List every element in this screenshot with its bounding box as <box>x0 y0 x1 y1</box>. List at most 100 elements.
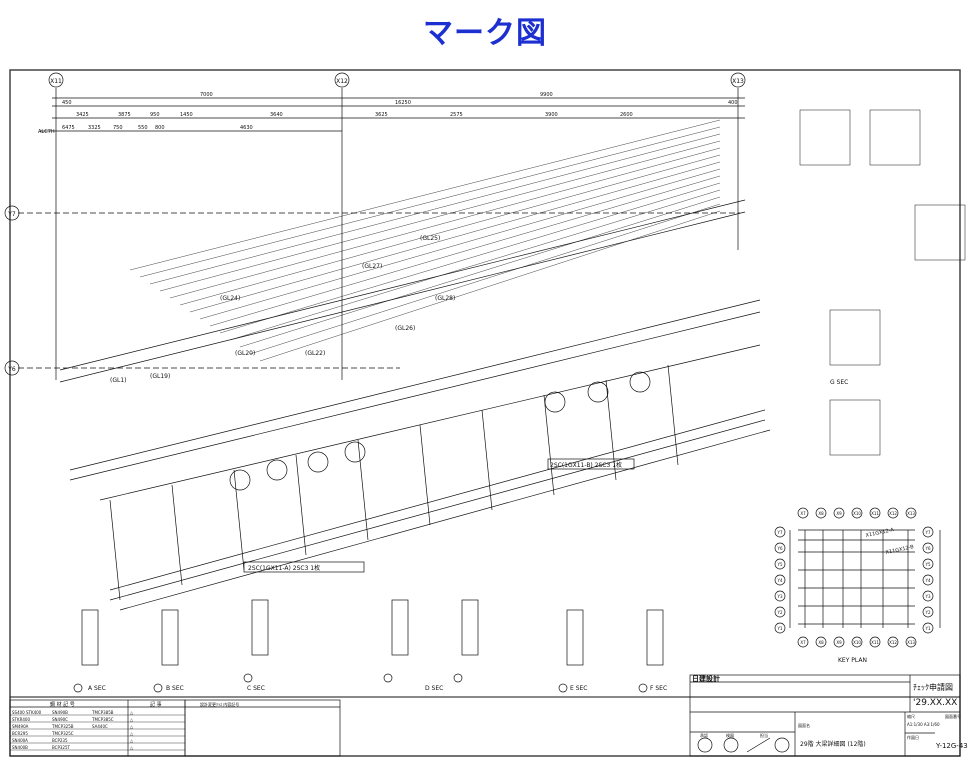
section-bubble <box>73 683 83 693</box>
legend-cell: SN490C <box>52 717 68 722</box>
detail-outline <box>829 399 881 456</box>
section-bubble <box>453 673 463 683</box>
key-plan-y-label: Y6 <box>925 546 931 551</box>
web-opening <box>307 451 329 473</box>
section-outline <box>81 609 99 666</box>
mark-label: (GL25) <box>420 235 440 242</box>
web-opening <box>587 381 609 403</box>
page-title: マーク図 <box>423 16 547 51</box>
mark-label: (GL28) <box>435 295 455 302</box>
stiffener-line <box>481 409 493 511</box>
key-plan-bubble <box>922 606 934 618</box>
grid-bubble-y6 <box>4 360 20 376</box>
key-plan-bubble <box>774 606 786 618</box>
alc-label: ALC7H <box>38 129 55 135</box>
stiffener-line <box>543 394 555 496</box>
detail-outline <box>914 204 966 261</box>
key-plan-bubble <box>815 507 827 519</box>
stiffener-line <box>605 379 617 481</box>
dimension-line <box>229 189 721 341</box>
dimension-line <box>219 182 721 334</box>
key-plan-bubble <box>922 574 934 586</box>
dim: 3425 <box>76 112 89 118</box>
section-bubble <box>383 673 393 683</box>
dim-400: 400 <box>728 100 738 106</box>
key-plan-x-label: X11 <box>871 640 879 645</box>
stiffener-line <box>295 454 307 556</box>
legend-cell: SA440C <box>92 724 108 729</box>
key-plan-x-label: X13 <box>907 511 915 516</box>
legend-cell: SS400 STK400 <box>12 710 42 715</box>
key-plan-bubble <box>905 636 917 648</box>
key-plan-x-label: X10 <box>853 640 861 645</box>
key-plan-bubble <box>922 542 934 554</box>
dimension-line <box>129 119 721 271</box>
beam-line <box>69 311 761 481</box>
key-plan-line-label: X11GX12-B <box>885 544 915 556</box>
legend-cell: TMCP325B <box>51 724 74 729</box>
section-label: D SEC <box>425 685 443 692</box>
legend-cell: TMCP325C <box>51 731 74 736</box>
key-plan-y-label: Y7 <box>925 530 931 535</box>
key-plan-y-label: Y5 <box>777 562 783 567</box>
mark-label: (GL19) <box>150 373 170 380</box>
key-plan-y-label: Y4 <box>925 578 931 583</box>
dimension-line <box>159 140 721 292</box>
dim: 3625 <box>375 112 388 118</box>
key-plan-bubble <box>774 542 786 554</box>
key-plan-y-label: Y2 <box>777 610 783 615</box>
grid-label-x13: X13 <box>732 78 744 85</box>
project-label: 図面名 <box>798 722 810 728</box>
beam-line <box>69 299 761 471</box>
dim: 2600 <box>620 112 633 118</box>
dimension-line <box>139 126 721 278</box>
legend-cell: STKR400 <box>12 717 30 722</box>
web-opening <box>544 391 566 413</box>
stiffener-line <box>419 424 431 526</box>
key-plan-x-label: X7 <box>800 640 806 645</box>
grid-label-y6: Y6 <box>7 366 16 373</box>
beam-marks: (GL1) (GL19) (GL20) (GL22) (GL24) (GL25)… <box>110 235 635 573</box>
key-plan-x-label: X9 <box>836 511 842 516</box>
dim: 3325 <box>88 125 101 131</box>
dimension-line <box>199 168 721 320</box>
dimension-line <box>209 175 721 327</box>
mark-label: (GL20) <box>235 350 255 357</box>
callout-label: 2SC(1GX11-B) 2SC3 1枚 <box>550 461 622 469</box>
project-name: 29階 大梁詳細図 (12階) <box>800 740 866 748</box>
web-opening <box>229 469 251 491</box>
mark-label: (GL1) <box>110 377 127 384</box>
section-bubble <box>558 683 568 693</box>
key-plan-x-label: X13 <box>907 640 915 645</box>
detail-outline <box>799 109 851 166</box>
key-plan-bubble <box>774 590 786 602</box>
key-plan-bubble <box>797 636 809 648</box>
revision-mark: △ <box>130 738 134 743</box>
beam-line <box>59 199 746 371</box>
scale-label: 縮尺 <box>907 713 915 719</box>
beam-line <box>59 211 746 383</box>
key-plan-y-label: Y5 <box>925 562 931 567</box>
callout-label: 2SC(1GX11-A) 2SC3 1枚 <box>248 564 320 572</box>
grid-bubble-x12 <box>334 72 350 88</box>
section-outline <box>251 599 269 656</box>
section-bubble <box>638 683 648 693</box>
dimension-line <box>249 203 721 355</box>
revision-header: 設計変更ｸﾗｽ 内容記号 <box>200 701 239 707</box>
key-plan-bubble <box>774 622 786 634</box>
key-plan-x-label: X7 <box>800 511 806 516</box>
beam-line <box>99 344 761 501</box>
dim-16250: 16250 <box>395 100 411 106</box>
dimension-line <box>259 210 721 362</box>
web-opening <box>266 459 288 481</box>
section-label: B SEC <box>166 685 184 692</box>
key-plan-bubble <box>851 636 863 648</box>
key-plan-bubble <box>774 558 786 570</box>
key-plan-title: KEY PLAN <box>838 657 867 664</box>
section-label: C SEC <box>247 685 265 692</box>
dim: 3640 <box>270 112 283 118</box>
callout-box <box>547 458 635 470</box>
beam-line <box>119 429 771 611</box>
